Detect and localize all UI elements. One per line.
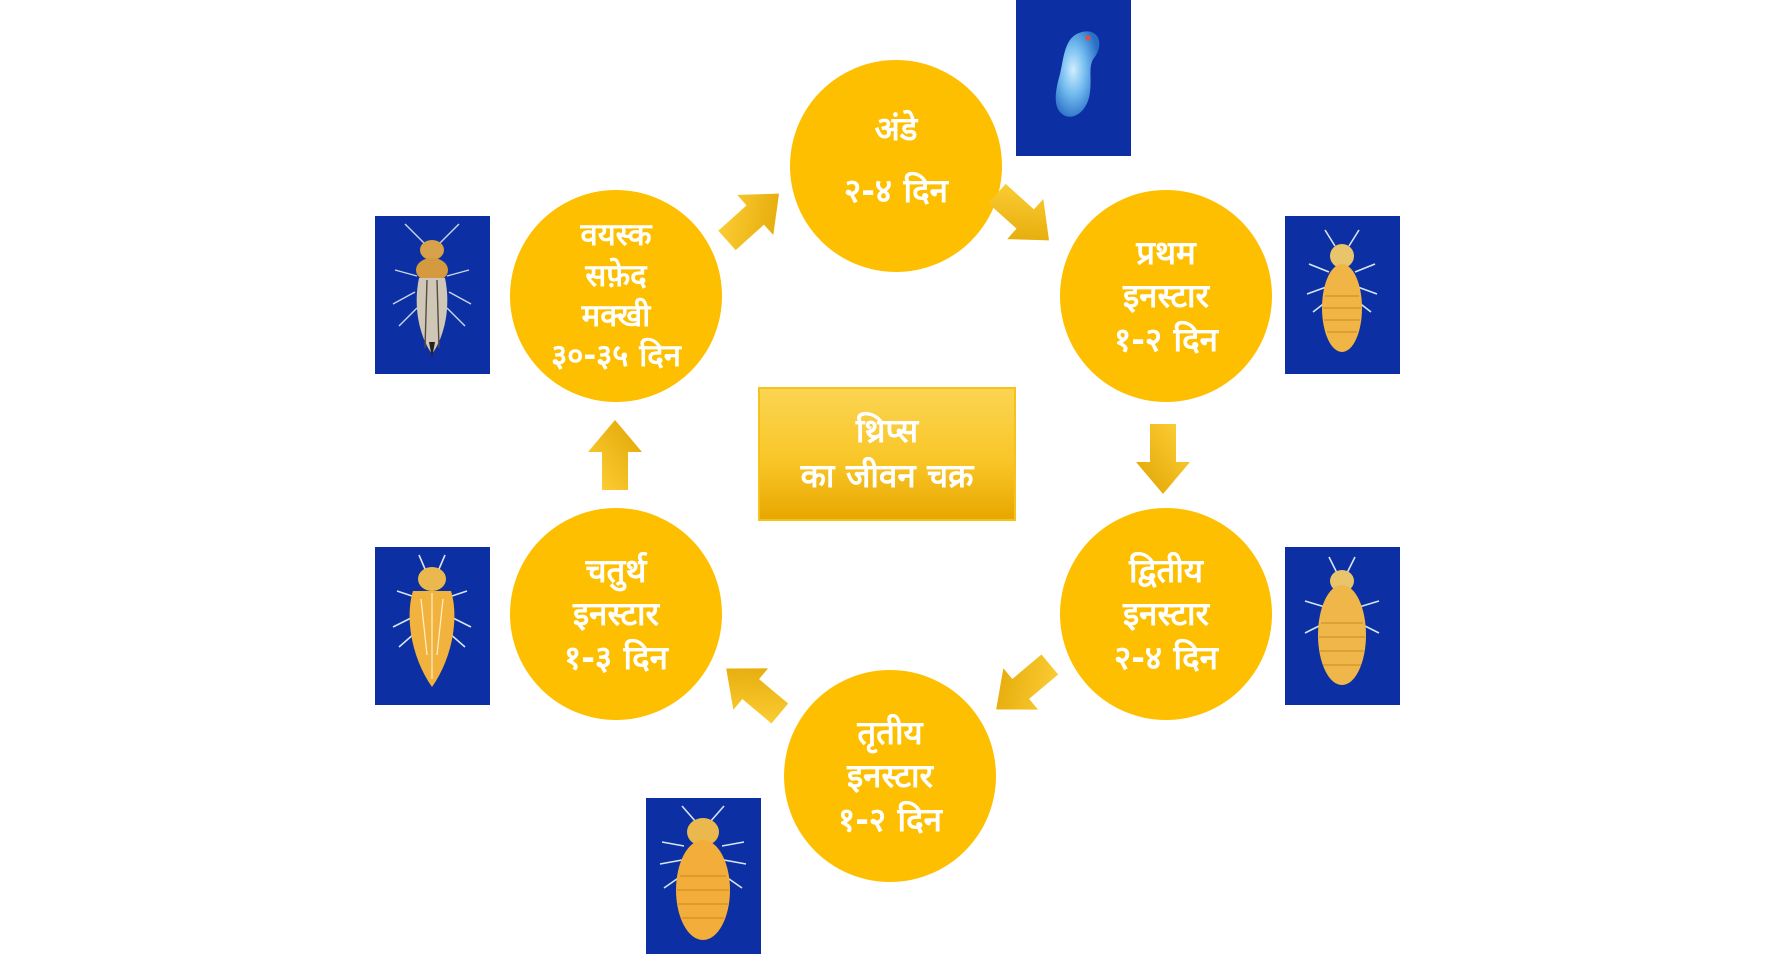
arrow-down-icon (1136, 424, 1190, 494)
arrow-adult-to-egg (709, 174, 797, 261)
stage-adult-name: वयस्क (580, 217, 652, 254)
larva-icon (1306, 229, 1378, 352)
stage-second-duration: २-४ दिन (1114, 637, 1218, 677)
stage-second-instar: द्वितीय इनस्टार २-४ दिन (1060, 508, 1272, 720)
adult-photo (375, 216, 490, 374)
arrow-second-to-third (979, 644, 1067, 730)
stage-egg-duration: २-४ दिन (844, 171, 948, 210)
title-line-2: का जीवन चक्र (800, 456, 974, 495)
adult-thrips-icon (392, 223, 472, 358)
stage-adult-desc2: मक्खी (581, 298, 651, 334)
third-instar-photo (646, 798, 761, 954)
title-line-1: थ्रिप्स (855, 411, 919, 451)
stage-third-name: तृतीय (857, 712, 923, 752)
pupa-icon (392, 554, 472, 687)
stage-fourth-label: इनस्टार (572, 594, 660, 634)
stage-egg: अंडे २-४ दिन (790, 60, 1002, 272)
arrow-first-to-second (1136, 424, 1190, 494)
stage-adult: वयस्क सफ़ेद मक्खी ३०-३५ दिन (510, 190, 722, 402)
stage-second-label: इनस्टार (1122, 594, 1210, 634)
arrow-egg-to-first (979, 174, 1067, 261)
arrow-up-left-icon (726, 668, 789, 724)
arrow-third-to-fourth (709, 648, 797, 734)
arrow-right-icon (988, 183, 1050, 241)
first-instar-photo (1285, 216, 1400, 374)
stage-third-duration: १-२ दिन (838, 799, 942, 839)
stage-second-name: द्वितीय (1128, 550, 1204, 590)
stage-egg-name: अंडे (874, 109, 918, 149)
arrow-down-left-icon (996, 654, 1059, 710)
stage-first-instar: प्रथम इनस्टार १-२ दिन (1060, 190, 1272, 402)
stage-adult-desc1: सफ़ेद (585, 257, 647, 294)
stage-third-instar: तृतीय इनस्टार १-२ दिन (784, 670, 996, 882)
stage-first-label: इनस्टार (1122, 276, 1210, 316)
stage-first-duration: १-२ दिन (1114, 319, 1218, 359)
arrow-up-icon (588, 420, 642, 490)
fourth-instar-photo (375, 547, 490, 705)
larva-icon (659, 805, 747, 940)
stage-fourth-instar: चतुर्थ इनस्टार १-३ दिन (510, 508, 722, 720)
stage-fourth-duration: १-३ दिन (564, 637, 668, 677)
stage-third-label: इनस्टार (846, 756, 934, 796)
egg-icon (1055, 31, 1100, 117)
egg-photo (1016, 0, 1131, 156)
life-cycle-title-box: थ्रिप्स का जीवन चक्र (758, 387, 1016, 521)
stage-first-name: प्रथम (1136, 232, 1196, 272)
stage-adult-duration: ३०-३५ दिन (551, 338, 681, 375)
stage-fourth-name: चतुर्थ (585, 550, 647, 590)
arrow-right-icon (718, 193, 780, 251)
larva-icon (1304, 556, 1380, 685)
second-instar-photo (1285, 547, 1400, 705)
arrow-fourth-to-adult (588, 420, 642, 490)
